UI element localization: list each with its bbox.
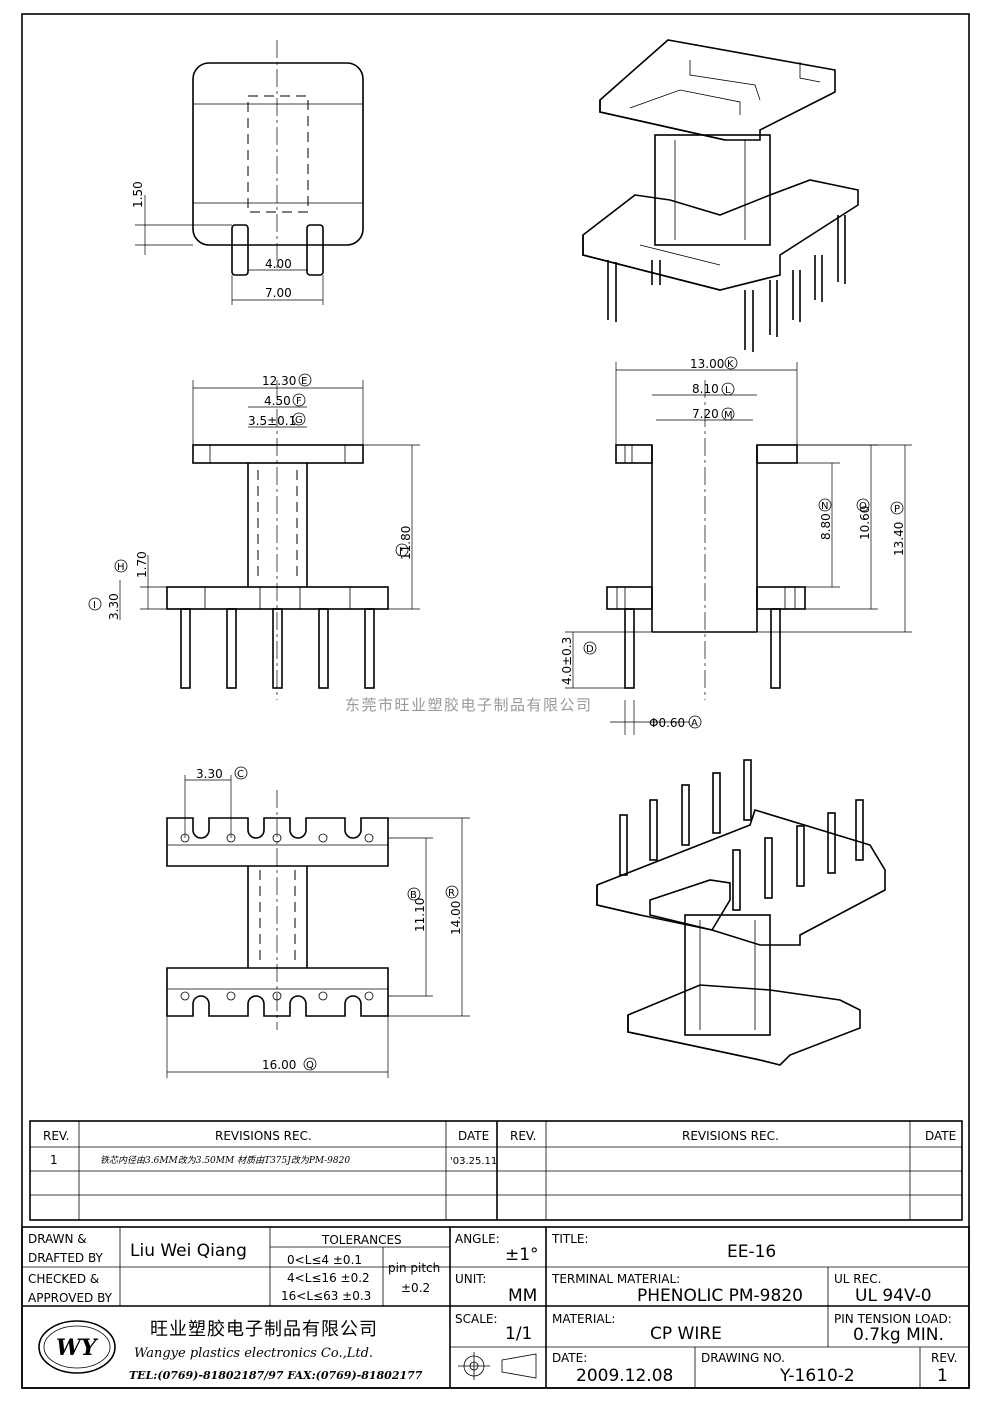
- dim-14-00: 14.00: [449, 901, 463, 935]
- rev-row-1-date: '03.25.11: [450, 1156, 497, 1167]
- dim-3-30-bottom: 3.30: [196, 767, 223, 781]
- angle-label: ANGLE:: [455, 1232, 500, 1246]
- unit-label: UNIT:: [455, 1272, 486, 1286]
- terminal-label: TERMINAL MATERIAL:: [551, 1272, 680, 1286]
- isometric-view-bottom: [596, 759, 886, 1066]
- tag-H: H: [117, 562, 125, 573]
- dim-16-00: 16.00: [262, 1058, 296, 1072]
- title-label: TITLE:: [551, 1232, 589, 1246]
- pin-tension-value: 0.7kg MIN.: [853, 1325, 944, 1345]
- dim-1-70: 1.70: [135, 551, 149, 578]
- date-value: 2009.12.08: [576, 1366, 673, 1386]
- title-value: EE-16: [727, 1242, 776, 1262]
- rev-label: REV.: [931, 1351, 957, 1365]
- terminal-value: PHENOLIC PM-9820: [637, 1286, 803, 1306]
- rev-value: 1: [937, 1366, 948, 1386]
- top-view: 1.50 4.00 7.00: [131, 40, 364, 305]
- dim-8-80: 8.80: [819, 513, 833, 540]
- watermark-text: 东莞市旺业塑胶电子制品有限公司: [345, 696, 593, 714]
- checked-label-2: APPROVED BY: [28, 1291, 113, 1305]
- tag-I: I: [93, 600, 96, 611]
- dim-10-60: 10.60: [858, 506, 872, 540]
- dim-3-5: 3.5±0.1: [248, 414, 296, 428]
- scale-value: 1/1: [505, 1324, 532, 1344]
- tag-N: N: [821, 501, 828, 512]
- tag-E: E: [301, 376, 307, 387]
- tol-row-2: 4<L≤16 ±0.2: [287, 1271, 370, 1285]
- side-view: 13.00 K 8.10 L 7.20 M 8.80 N 10.60 O 13.…: [560, 356, 912, 735]
- material-value: CP WIRE: [650, 1324, 722, 1344]
- front-view: 12.30 E 4.50 F 3.5±0.1 G 11.80 J 1.70 H …: [88, 373, 420, 700]
- unit-value: MM: [508, 1286, 537, 1306]
- dim-4-50: 4.50: [264, 394, 291, 408]
- tag-C: C: [237, 769, 244, 780]
- rec-header-left: REVISIONS REC.: [215, 1129, 312, 1143]
- bottom-view: 3.30 C 11.10 B 14.00 R 16.00 Q: [166, 766, 470, 1078]
- checked-label-1: CHECKED &: [28, 1272, 99, 1286]
- tag-B: B: [410, 890, 417, 901]
- dim-11-10: 11.10: [413, 898, 427, 932]
- ul-label: UL REC.: [834, 1272, 881, 1286]
- tag-Q: Q: [306, 1060, 314, 1071]
- tag-J: J: [398, 546, 402, 557]
- company-logo-icon: [38, 1320, 116, 1374]
- rev-row-1-rev: 1: [50, 1153, 58, 1167]
- date-label: DATE:: [552, 1351, 587, 1365]
- tag-A: A: [691, 718, 698, 729]
- tag-L: L: [725, 385, 731, 396]
- tag-P: P: [894, 504, 900, 515]
- logo-text: WY: [56, 1335, 99, 1361]
- revisions-table: [29, 1120, 963, 1221]
- pin-tension-label: PIN TENSION LOAD:: [834, 1312, 952, 1326]
- tag-D: D: [586, 644, 594, 655]
- tolerances-label: TOLERANCES: [321, 1233, 402, 1247]
- dim-13-00: 13.00: [690, 357, 724, 371]
- dim-8-10: 8.10: [692, 382, 719, 396]
- tag-O: O: [859, 501, 867, 512]
- scale-label: SCALE:: [455, 1312, 498, 1326]
- pin-pitch-label: pin pitch: [388, 1261, 440, 1275]
- date-header-right: DATE: [925, 1129, 956, 1143]
- dim-11-80: 11.80: [399, 526, 413, 560]
- isometric-view-top: [582, 39, 859, 352]
- tag-G: G: [295, 415, 303, 426]
- dim-4-00: 4.00: [265, 257, 292, 271]
- tag-R: R: [448, 888, 455, 899]
- title-block: WY: [21, 1226, 970, 1389]
- pin-pitch-value: ±0.2: [401, 1281, 430, 1295]
- dim-7-00: 7.00: [265, 286, 292, 300]
- drawing-no-value: Y-1610-2: [779, 1366, 855, 1386]
- dim-12-30: 12.30: [262, 374, 296, 388]
- company-name-en: Wangye plastics electronics Co.,Ltd.: [134, 1346, 373, 1361]
- material-label: MATERIAL:: [552, 1312, 615, 1326]
- tag-F: F: [296, 396, 302, 407]
- dim-7-20: 7.20: [692, 407, 719, 421]
- rec-header-right: REVISIONS REC.: [682, 1129, 779, 1143]
- ul-value: UL 94V-0: [855, 1286, 932, 1306]
- dim-1-50: 1.50: [131, 181, 145, 208]
- drawing-no-label: DRAWING NO.: [701, 1351, 785, 1365]
- rev-header-left: REV.: [43, 1129, 69, 1143]
- drawn-label-2: DRAFTED BY: [28, 1251, 104, 1265]
- company-contact: TEL:(0769)-81802187/97 FAX:(0769)-818021…: [129, 1369, 423, 1382]
- drawn-label-1: DRAWN &: [28, 1232, 87, 1246]
- date-header-left: DATE: [458, 1129, 489, 1143]
- dim-4-0: 4.0±0.3: [560, 637, 574, 685]
- tol-row-3: 16<L≤63 ±0.3: [281, 1289, 371, 1303]
- drawn-value: Liu Wei Qiang: [130, 1241, 247, 1261]
- dim-3-30-front: 3.30: [107, 593, 121, 620]
- tol-row-1: 0<L≤4 ±0.1: [287, 1253, 362, 1267]
- dim-13-40: 13.40: [892, 522, 906, 556]
- company-name-cn: 旺业塑胶电子制品有限公司: [150, 1319, 378, 1340]
- dim-0-60: Φ0.60: [649, 716, 685, 730]
- rev-header-right: REV.: [510, 1129, 536, 1143]
- tag-K: K: [727, 359, 734, 370]
- angle-value: ±1°: [505, 1245, 539, 1265]
- tag-M: M: [724, 410, 733, 421]
- rev-row-1-text: 铁芯内径由3.6MM改为3.50MM 材质由T375J改为PM-9820: [100, 1155, 350, 1166]
